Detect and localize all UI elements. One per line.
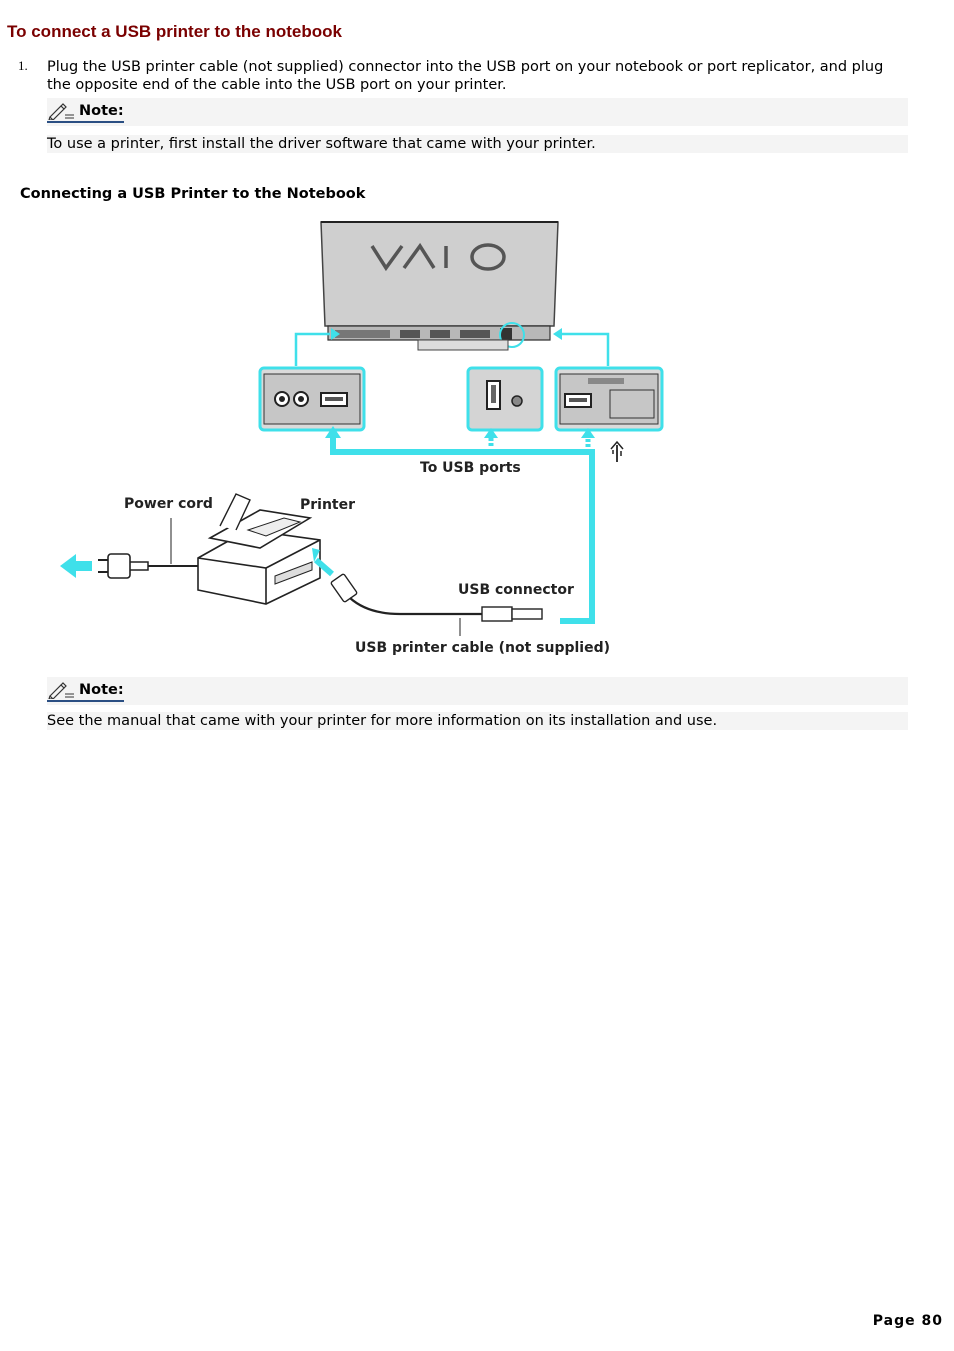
figure-caption: Connecting a USB Printer to the Notebook [20,186,366,202]
page-number: Page 80 [872,1313,943,1329]
label-printer: Printer [300,497,355,513]
note-label-container: Note: [47,102,124,123]
pencil-note-icon [48,682,74,699]
note-label-container: Note: [47,681,124,702]
label-to-usb-ports: To USB ports [420,460,521,476]
label-usb-printer-cable: USB printer cable (not supplied) [355,640,610,656]
port-replicator-side-panel [554,366,664,432]
left-port-pointer [294,328,340,366]
usb-symbol-icon [610,440,624,462]
printer-illustration [197,493,321,605]
note-label: Note: [79,682,124,698]
usb-cable-illustration [330,573,543,636]
note-text: To use a printer, first install the driv… [47,135,908,153]
notebook-usb-panel [466,366,544,432]
step-text: Plug the USB printer cable (not supplied… [47,59,884,93]
note-header: Note: [47,98,908,126]
power-cord-illustration [98,518,200,579]
label-usb-connector: USB connector [458,582,574,598]
power-outlet-arrow [60,554,92,578]
usb-printer-connection-diagram: To USB ports Power cord Printer USB conn… [60,221,664,656]
usb-port-connection-lines [325,426,595,624]
notebook-illustration [320,221,559,351]
label-power-cord: Power cord [124,496,213,512]
pencil-note-icon [48,103,74,120]
port-replicator-usb-panel [258,366,366,432]
step-number: 1. [18,58,28,73]
printer-usb-arrow [312,548,334,577]
right-port-pointer [553,328,610,366]
note-label: Note: [79,103,124,119]
note-header: Note: [47,677,908,705]
page-title: To connect a USB printer to the notebook [7,22,342,41]
note-text: See the manual that came with your print… [47,712,908,730]
